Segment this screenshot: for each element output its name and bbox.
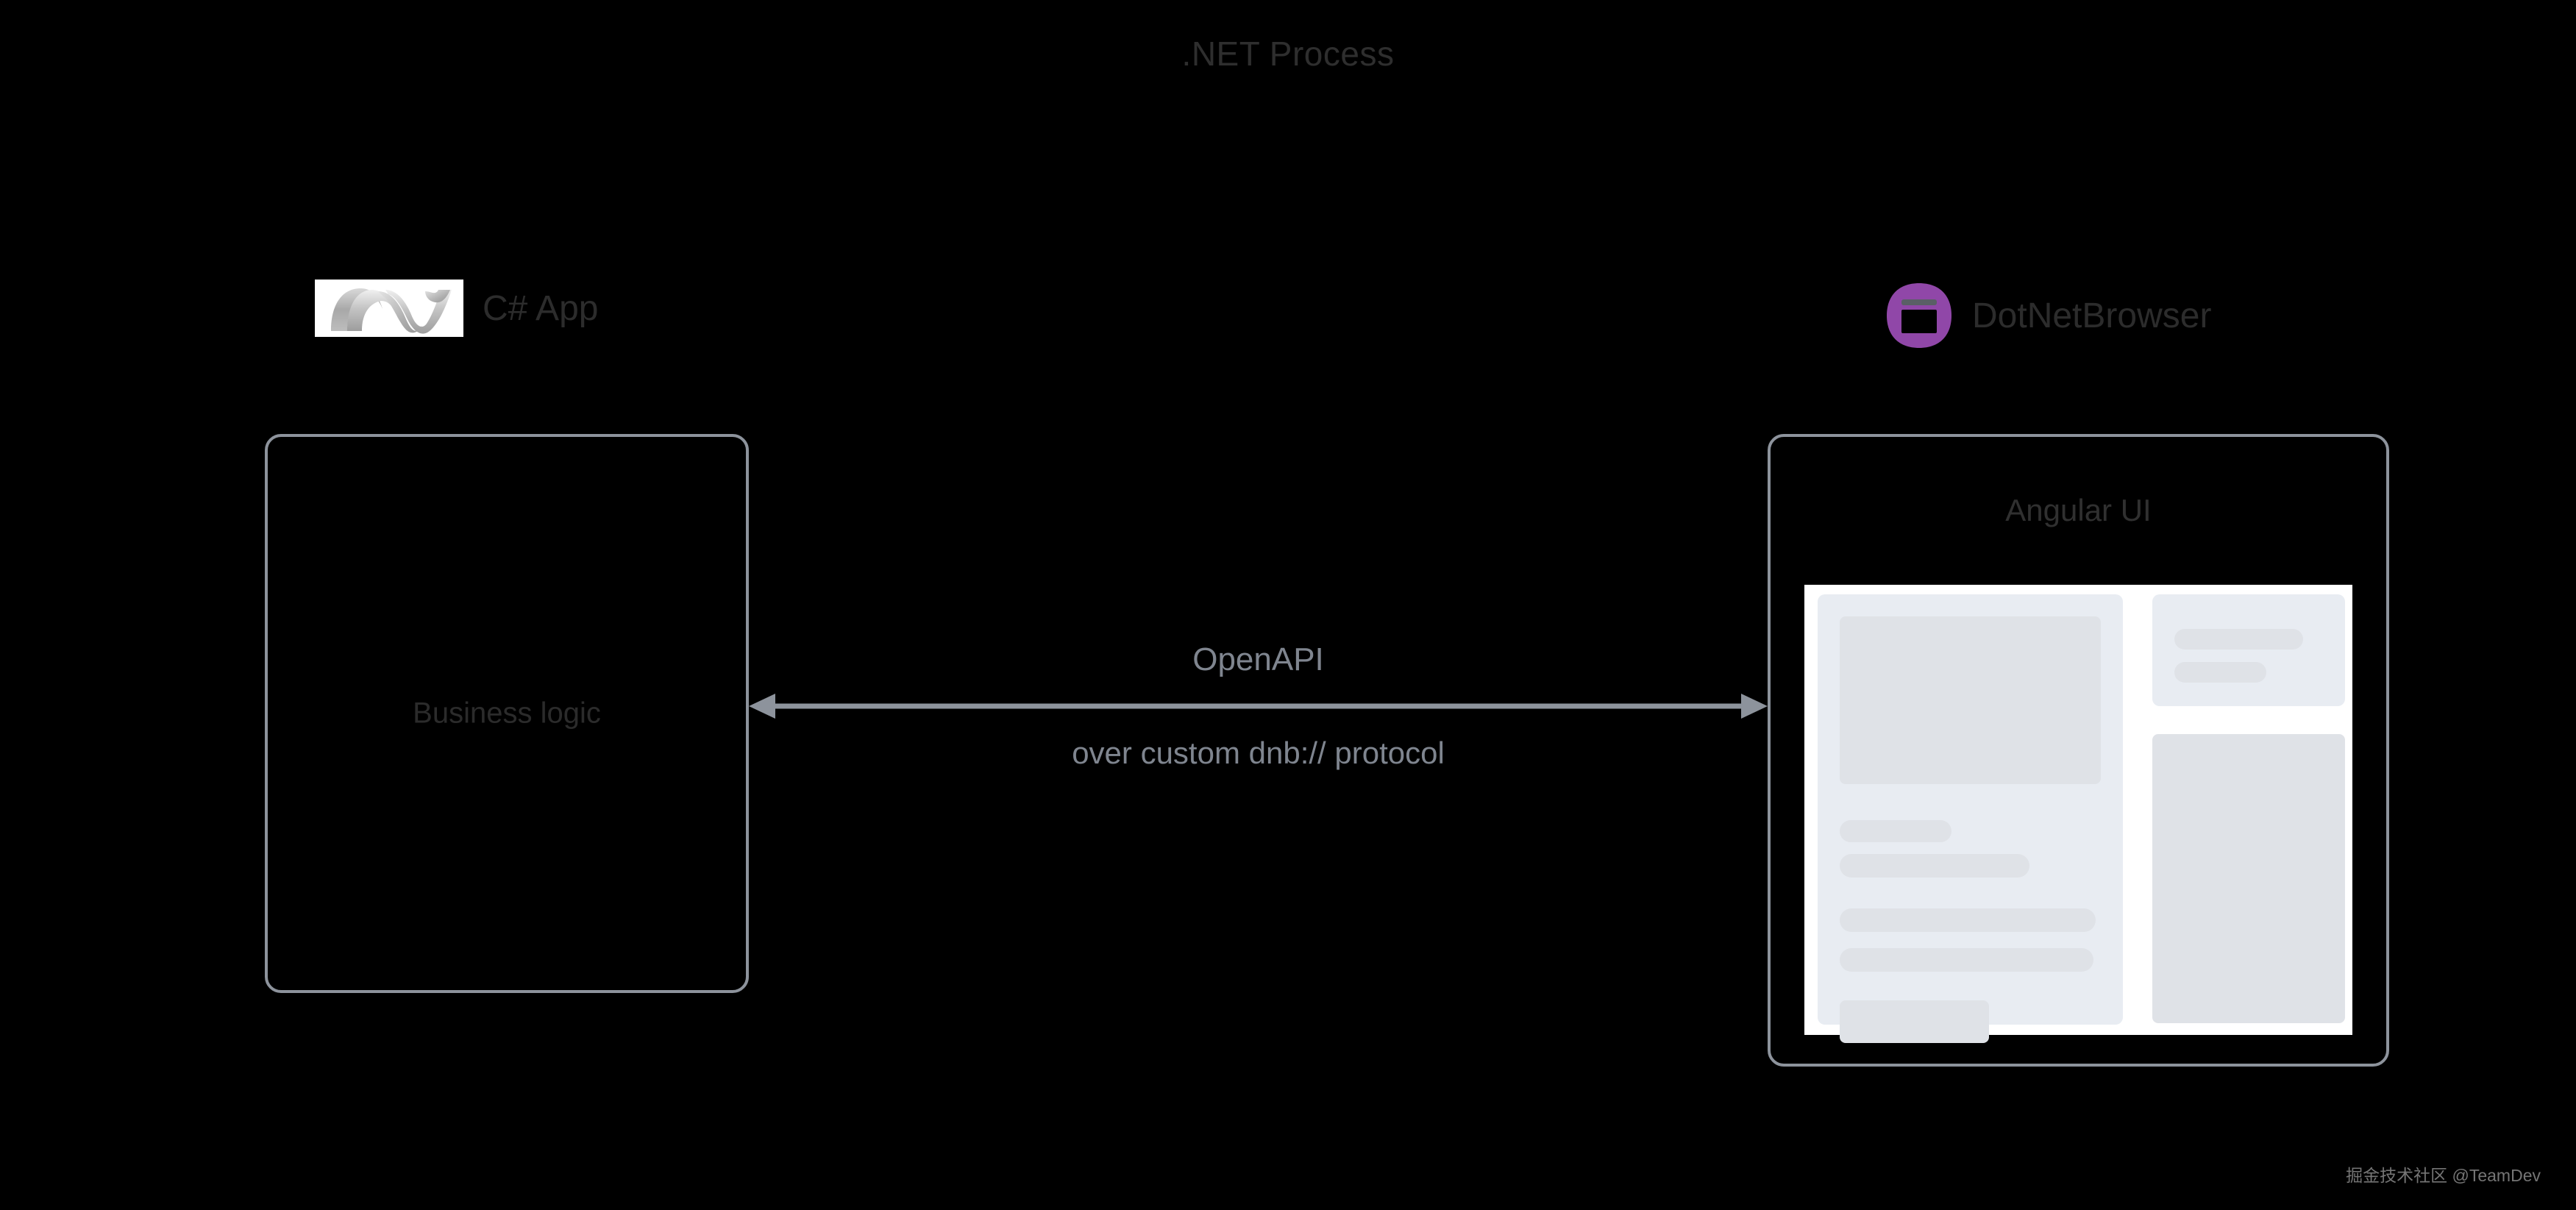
double-headed-arrow-icon [749,694,1768,719]
protocol-label: over custom dnb:// protocol [1072,736,1445,770]
wireframe-text-line [1840,948,2093,972]
dotnet-ribbon-icon [315,280,463,337]
wireframe-text-line [1840,820,1951,842]
angular-ui-wireframe [1804,585,2352,1043]
wireframe-side-panel [2152,734,2345,1023]
wireframe-text-line [1840,908,2096,932]
watermark: 掘金技术社区 @TeamDev [2346,1166,2541,1185]
business-logic-label: Business logic [413,697,601,730]
wireframe-side-text-line [2174,629,2303,650]
wireframe-text-line [1840,854,2029,878]
openapi-label: OpenAPI [1192,641,1324,677]
csharp-app-title: C# App [483,288,599,328]
csharp-app-header: C# App [315,280,598,337]
page-title: .NET Process [1181,35,1395,73]
wireframe-button [1840,1000,1989,1043]
dotnetbrowser-header: DotNetBrowser [1885,282,2211,349]
csharp-app-panel: Business logic [265,434,749,993]
dotnetbrowser-circle-icon [1885,282,1953,349]
wireframe-side-card [2152,594,2345,706]
angular-ui-label: Angular UI [2005,493,2152,527]
wireframe-hero-image [1840,616,2101,784]
dotnetbrowser-title: DotNetBrowser [1972,296,2212,335]
wireframe-side-text-line [2174,662,2266,683]
dotnetbrowser-panel: Angular UI [1768,434,2389,1067]
